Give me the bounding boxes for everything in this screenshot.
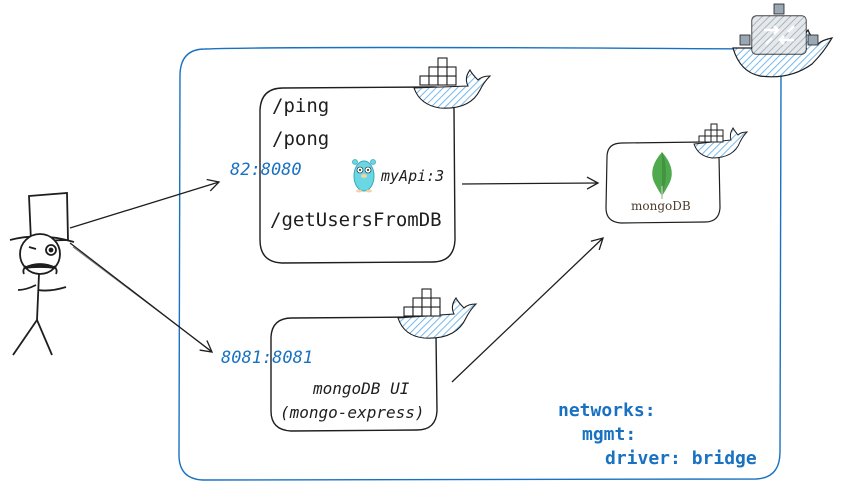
route-ping: /ping <box>272 95 330 117</box>
mongodb-logo-text: mongoDB <box>631 199 691 213</box>
route-get-users: /getUsersFromDB <box>270 209 442 231</box>
docker-whale-icon <box>693 123 749 159</box>
stick-figure-user-icon <box>9 192 75 356</box>
mongodb-leaf-icon <box>652 152 672 199</box>
docker-whale-icon <box>413 57 492 109</box>
mongo-ui-subtitle: (mongo-express) <box>280 403 425 422</box>
arrow-api-to-mongodb <box>461 176 600 190</box>
arrow-user-to-api <box>69 178 221 229</box>
route-pong: /pong <box>272 128 330 150</box>
network-switch-icon <box>732 3 834 78</box>
mongo-ui-port-mapping: 8081:8081 <box>221 348 314 368</box>
network-config-line-3: driver: bridge <box>605 448 757 469</box>
mongo-ui-name: mongoDB UI <box>313 379 410 398</box>
network-config-line-1: networks: <box>558 400 656 421</box>
arrow-mongo-ui-to-mongodb <box>451 237 604 383</box>
go-gopher-icon <box>352 159 376 193</box>
api-service-name: myApi:3 <box>381 167 445 185</box>
network-config-line-2: mgmt: <box>582 424 637 445</box>
api-port-mapping: 82:8080 <box>230 160 302 180</box>
docker-whale-icon <box>397 288 478 339</box>
